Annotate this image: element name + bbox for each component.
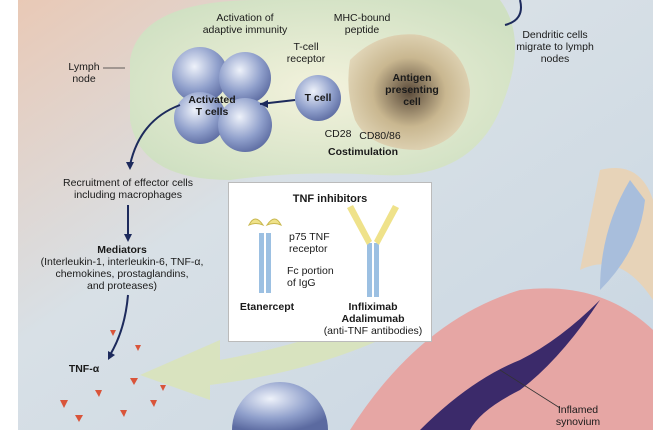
label-antibodies-note: (anti-TNF antibodies) [323, 325, 423, 337]
label-mhc: MHC-bound peptide [333, 12, 391, 36]
label-mediators-list: (Interleukin-1, interleukin-6, TNF-α, ch… [40, 256, 204, 292]
etanercept-icon [247, 218, 283, 293]
label-tcr: T-cell receptor [286, 41, 326, 65]
label-cd28: CD28 [324, 128, 352, 140]
label-etanercept: Etanercept [239, 301, 295, 313]
label-apc: Antigen presenting cell [385, 72, 439, 108]
label-p75: p75 TNF receptor [289, 231, 330, 255]
synovium-pointer [499, 369, 561, 409]
t-cell [295, 75, 341, 121]
label-activated-t-cells: Activated T cells [188, 94, 236, 118]
joint-space [420, 300, 600, 430]
label-dendritic: Dendritic cells migrate to lymph nodes [516, 29, 594, 65]
label-antibodies: Infliximab Adalimumab [341, 301, 405, 325]
arrow-dendritic [504, 0, 522, 26]
tnf-alpha-triangles [60, 330, 166, 422]
arrow-to-recruitment [129, 104, 181, 166]
label-tnf-alpha: TNF-α [68, 363, 100, 375]
antibody-icon [347, 205, 399, 297]
tnf-inhibitors-panel: TNF inhibitors p75 TNF receptor Fc porti… [228, 182, 432, 342]
vessel-shape [600, 180, 645, 290]
macrophage-cell [232, 382, 328, 430]
label-cd80: CD80/86 [359, 130, 401, 142]
panel-title: TNF inhibitors [292, 193, 368, 205]
label-lymph-node: Lymph node [68, 61, 100, 85]
label-costimulation: Costimulation [328, 146, 398, 158]
inhibitor-molecules [247, 205, 399, 297]
label-mediators: Mediators [97, 244, 147, 256]
label-recruitment: Recruitment of effector cells including … [63, 177, 193, 201]
label-activation: Activation of adaptive immunity [202, 12, 288, 36]
activated-t-cells [172, 47, 272, 152]
label-fc-portion: Fc portion of IgG [287, 265, 334, 289]
label-inflamed-synovium: Inflamed synovium [555, 404, 601, 428]
arrow-to-tnf [109, 294, 129, 356]
antigen-presenting-cell [348, 34, 470, 150]
label-t-cell: T cell [304, 92, 332, 104]
